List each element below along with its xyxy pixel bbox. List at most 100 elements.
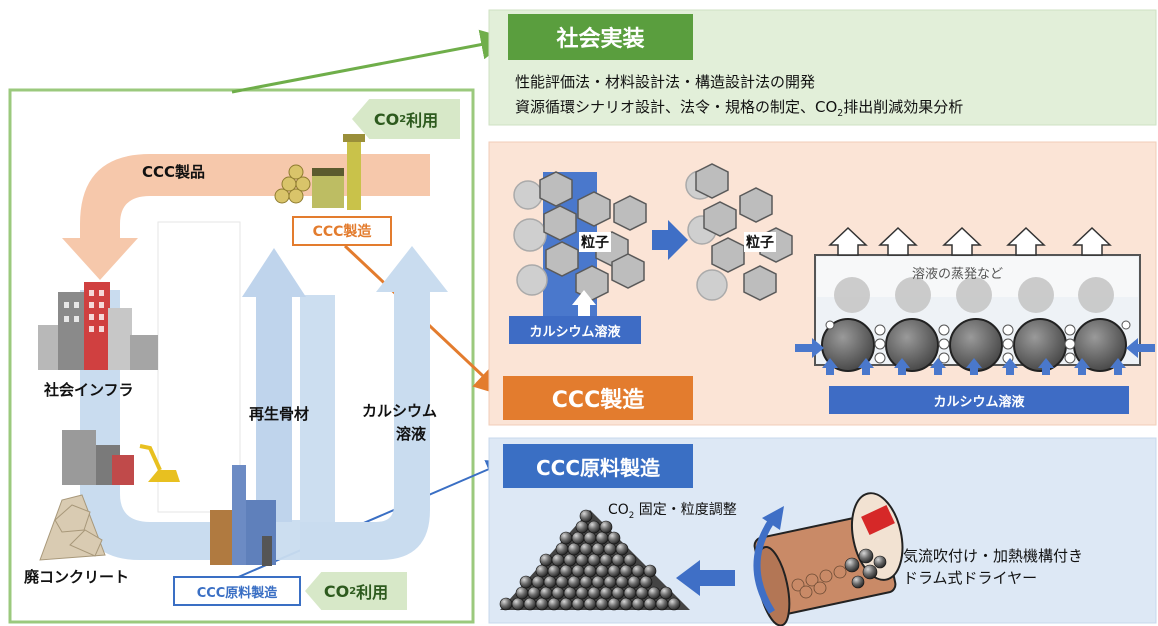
granule-ball xyxy=(615,542,629,556)
granule-ball xyxy=(643,564,657,578)
granule-ball xyxy=(603,542,617,556)
evaporation-up-arrows xyxy=(828,226,1112,256)
evaporation-label: 溶液の蒸発など xyxy=(912,267,1004,282)
granule-ball xyxy=(623,553,637,567)
granule-ball xyxy=(575,553,589,567)
demolition-icon xyxy=(62,430,180,485)
granule-ball xyxy=(579,509,593,523)
society-title-tag: 社会実装 xyxy=(508,14,693,60)
granule-ball xyxy=(559,564,573,578)
granule-ball xyxy=(571,564,585,578)
granule-ball xyxy=(627,575,641,589)
granule-ball xyxy=(635,586,649,600)
co2-fixation-suffix: 固定・粒度調整 xyxy=(634,502,737,518)
society-line2-suffix: 排出削減効果分析 xyxy=(843,98,964,116)
small-spheres xyxy=(825,320,1131,364)
product-factory-icon xyxy=(274,134,365,210)
calcium-solution-label-line1: カルシウム xyxy=(362,402,438,420)
granule-ball xyxy=(571,531,585,545)
upper-spheres xyxy=(834,277,1114,313)
society-title: 社会実装 xyxy=(556,27,645,52)
granule-ball xyxy=(547,597,561,611)
granule-ball xyxy=(567,542,581,556)
granule-ball xyxy=(647,586,661,600)
granule-ball xyxy=(667,597,681,611)
lower-spheres xyxy=(821,318,1127,372)
ccc-material-cycle-tag[interactable]: CCC原料製造 xyxy=(173,576,301,606)
ccc-manufacture-cycle-label: CCC製造 xyxy=(312,224,372,240)
granule-ball xyxy=(587,520,601,534)
process-right-arrow xyxy=(652,220,688,260)
calcium-solution-bottom-label: カルシウム溶液 xyxy=(933,394,1025,410)
granule-ball xyxy=(587,586,601,600)
granule-ball xyxy=(595,597,609,611)
calcium-up-arrow xyxy=(572,290,596,318)
granule-ball xyxy=(611,553,625,567)
granule-ball xyxy=(543,575,557,589)
granule-ball xyxy=(559,597,573,611)
material-title: CCC原料製造 xyxy=(535,455,661,480)
granule-ball xyxy=(555,542,569,556)
granule-ball xyxy=(655,597,669,611)
manufacture-title: CCC製造 xyxy=(551,388,645,413)
calcium-solution-left-tag: カルシウム溶液 xyxy=(509,316,641,344)
ccc-product-label: CCC製品 xyxy=(142,163,206,181)
granule-ball xyxy=(511,597,525,611)
granule-ball xyxy=(539,553,553,567)
society-line1: 性能評価法・材料設計法・構造設計法の開発 xyxy=(515,73,816,91)
granule-pile-balls xyxy=(499,509,681,611)
granule-ball xyxy=(559,531,573,545)
granule-ball xyxy=(595,531,609,545)
granule-ball xyxy=(567,575,581,589)
recycled-aggregate-label: 再生骨材 xyxy=(249,405,310,423)
co2-suffix: 利用 xyxy=(356,583,389,602)
granule-ball xyxy=(615,575,629,589)
granule-ball xyxy=(631,597,645,611)
co2-fixation-prefix: CO xyxy=(608,502,629,518)
granule-ball xyxy=(599,520,613,534)
granule-ball xyxy=(519,575,533,589)
ccc-manufacture-cycle-tag[interactable]: CCC製造 xyxy=(292,216,392,246)
granule-ball xyxy=(611,586,625,600)
granule-ball xyxy=(583,597,597,611)
granule-ball xyxy=(607,531,621,545)
granule-ball xyxy=(631,564,645,578)
granule-ball xyxy=(539,586,553,600)
co2-sub: 2 xyxy=(399,113,407,125)
manufacture-title-tag: CCC製造 xyxy=(503,376,693,420)
granule-ball xyxy=(583,531,597,545)
granule-ball xyxy=(523,597,537,611)
output-left-arrow xyxy=(676,560,735,596)
product-cycle-arrow-head xyxy=(62,238,138,280)
granule-ball xyxy=(579,575,593,589)
co2-fixation-label: CO2 固定・粒度調整 xyxy=(608,499,737,521)
granule-ball xyxy=(531,575,545,589)
granule-ball xyxy=(599,553,613,567)
granule-ball xyxy=(499,597,513,611)
granule-ball xyxy=(551,553,565,567)
granule-ball xyxy=(575,520,589,534)
social-infra-buildings-icon xyxy=(38,282,158,370)
granule-ball xyxy=(591,575,605,589)
granule-ball xyxy=(639,575,653,589)
granule-ball xyxy=(571,597,585,611)
material-title-tag: CCC原料製造 xyxy=(503,444,693,488)
granule-ball xyxy=(619,597,633,611)
calcium-solution-label-line2: 溶液 xyxy=(396,425,427,443)
granule-ball xyxy=(643,597,657,611)
granule-ball xyxy=(603,575,617,589)
waste-concrete-label: 廃コンクリート xyxy=(24,568,130,586)
granule-ball xyxy=(551,586,565,600)
granule-ball xyxy=(599,586,613,600)
ccc-material-cycle-label: CCC原料製造 xyxy=(196,585,278,601)
granule-ball xyxy=(527,586,541,600)
co2-fixation-sub: 2 xyxy=(628,510,635,521)
society-line2-prefix: 資源循環シナリオ設計、法令・規格の制定、CO xyxy=(515,98,838,116)
drum-particles xyxy=(791,565,847,599)
granule-ball xyxy=(563,553,577,567)
granule-ball xyxy=(547,564,561,578)
granule-ball xyxy=(535,597,549,611)
granule-ball xyxy=(591,542,605,556)
